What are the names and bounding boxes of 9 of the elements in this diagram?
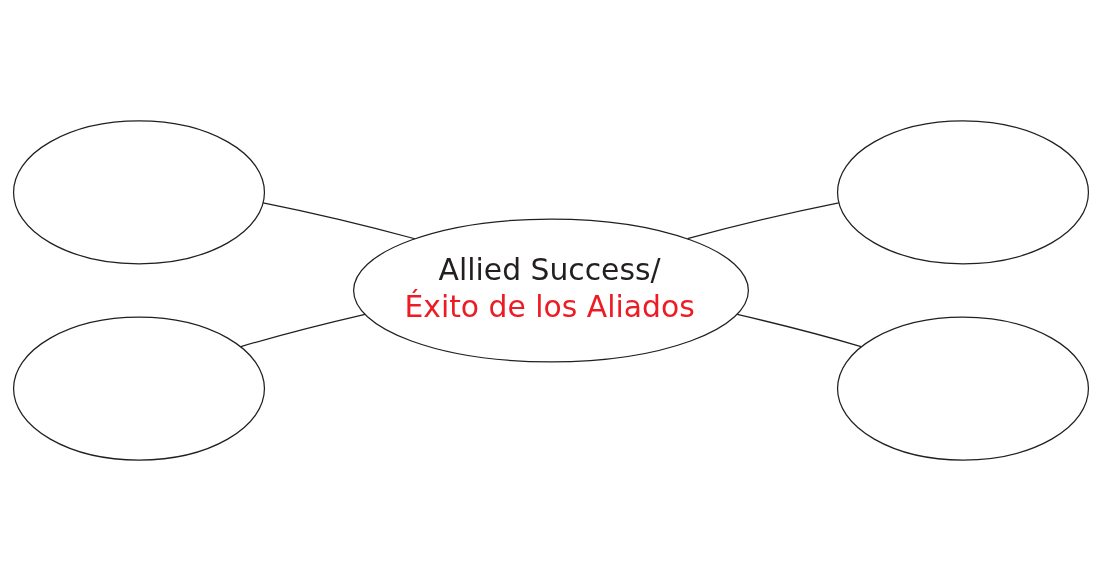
node-ellipse	[12, 120, 266, 265]
connector	[686, 202, 840, 240]
node-ellipse	[836, 316, 1090, 461]
node-ellipse	[836, 120, 1090, 265]
node-ellipse	[12, 316, 266, 461]
connector	[240, 313, 366, 348]
connector	[262, 202, 416, 240]
connector	[736, 313, 862, 348]
node-ellipse: Allied Success/ Éxito de los Aliados	[353, 218, 749, 363]
